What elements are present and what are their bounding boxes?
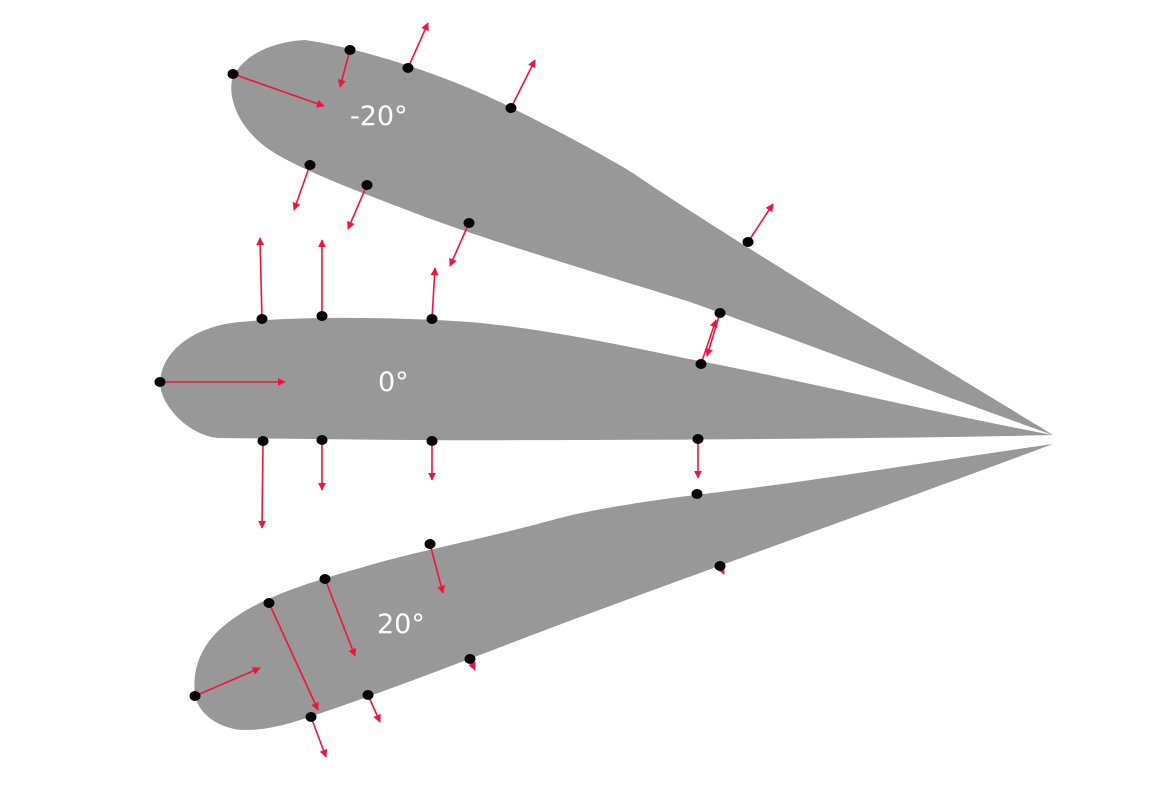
sample-point bbox=[695, 359, 707, 369]
sample-point bbox=[463, 218, 475, 228]
sample-point bbox=[344, 45, 356, 55]
airfoil-20-body bbox=[194, 444, 1054, 730]
vector-group bbox=[232, 22, 774, 357]
normal-vector bbox=[407, 22, 429, 69]
normal-vector bbox=[347, 184, 368, 230]
sample-point bbox=[691, 489, 703, 499]
angle-label-20: 20° bbox=[377, 609, 425, 640]
normal-vector bbox=[705, 312, 721, 357]
normal-vector bbox=[292, 164, 311, 211]
sample-point bbox=[316, 311, 328, 321]
sample-point bbox=[402, 63, 414, 73]
sample-point bbox=[256, 314, 268, 324]
sample-point bbox=[257, 436, 269, 446]
vector-group bbox=[194, 543, 725, 758]
sample-point bbox=[742, 237, 754, 247]
sample-point bbox=[714, 308, 726, 318]
normal-vector bbox=[338, 49, 351, 88]
normal-vector bbox=[700, 319, 718, 365]
sample-point bbox=[154, 377, 166, 387]
angle-label-0: 0° bbox=[378, 367, 409, 398]
normal-vector bbox=[324, 578, 357, 657]
airfoil-0-body bbox=[160, 317, 1053, 441]
airfoil-neg20-body bbox=[231, 40, 1054, 435]
normal-vector bbox=[232, 73, 325, 108]
vector-group bbox=[160, 237, 718, 529]
normal-vector bbox=[256, 237, 265, 320]
sample-point bbox=[714, 561, 726, 571]
normal-vector bbox=[747, 203, 774, 243]
normal-vector bbox=[310, 716, 328, 758]
sample-point bbox=[464, 654, 476, 664]
normal-vector bbox=[510, 59, 536, 109]
airfoil-20: 20° bbox=[189, 444, 1054, 758]
normal-vector bbox=[429, 543, 446, 594]
sample-point bbox=[424, 539, 436, 549]
sample-point bbox=[426, 436, 438, 446]
sample-point bbox=[304, 160, 316, 170]
point-group bbox=[189, 489, 726, 722]
point-group bbox=[154, 311, 707, 446]
sample-point bbox=[361, 180, 373, 190]
sample-point bbox=[692, 434, 704, 444]
sample-point bbox=[263, 598, 275, 608]
sample-point bbox=[426, 314, 438, 324]
point-group bbox=[227, 45, 754, 318]
normal-vector bbox=[449, 222, 470, 267]
sample-point bbox=[362, 690, 374, 700]
normal-vector bbox=[430, 267, 439, 320]
normal-vector bbox=[258, 440, 267, 529]
sample-point bbox=[316, 435, 328, 445]
normal-vector bbox=[268, 602, 319, 711]
normal-vector bbox=[194, 667, 261, 697]
airfoil-0: 0° bbox=[154, 237, 1053, 529]
sample-point bbox=[319, 574, 331, 584]
sample-point bbox=[189, 691, 201, 701]
sample-point bbox=[227, 69, 239, 79]
angle-label-neg20: -20° bbox=[350, 101, 408, 132]
sample-point bbox=[305, 712, 317, 722]
airfoil-neg20: -20° bbox=[227, 22, 1054, 435]
sample-point bbox=[505, 103, 517, 113]
